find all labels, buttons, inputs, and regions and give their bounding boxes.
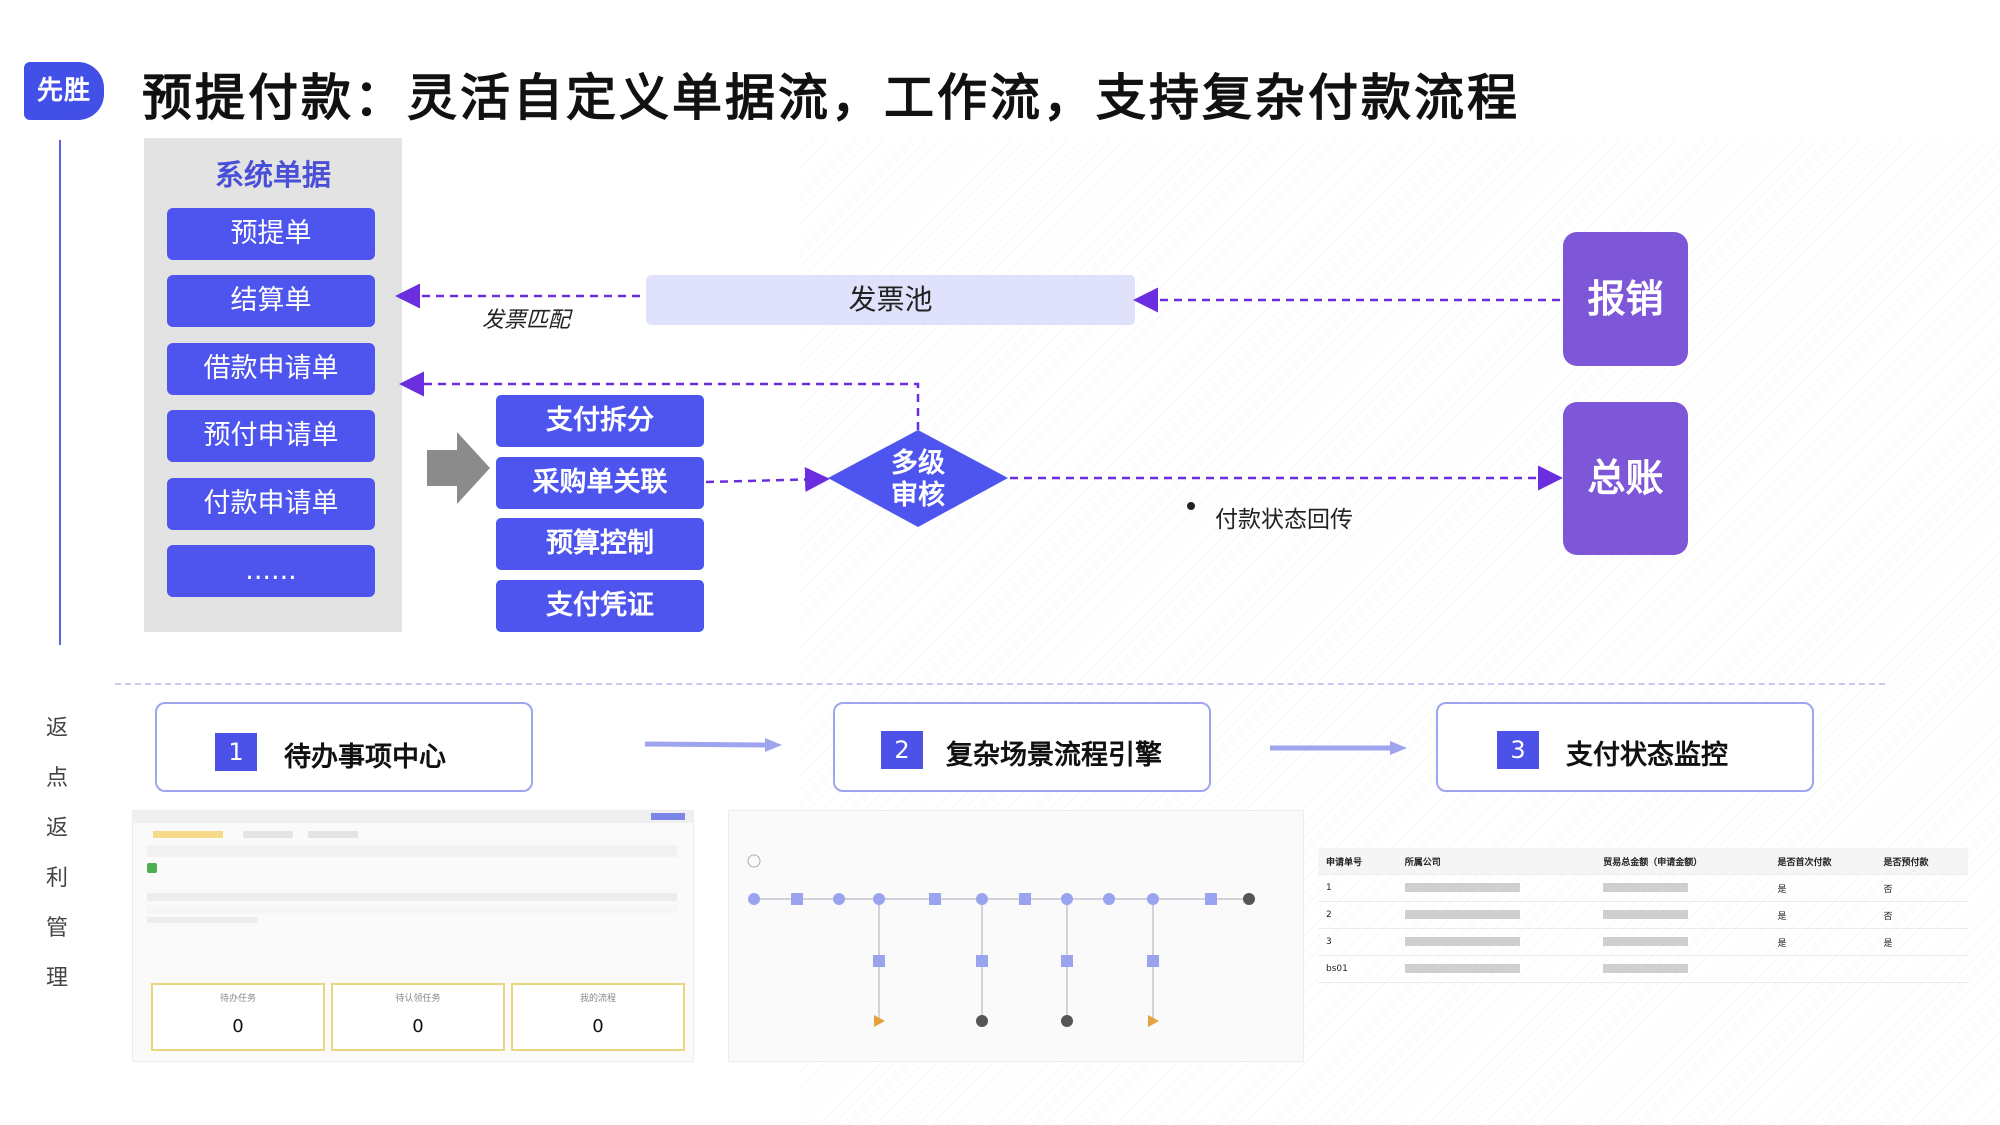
payment-monitor-screenshot: 申请单号 所属公司 贸易总金额（申请金额） 是否首次付款 是否预付款 1 是 否…	[1318, 848, 1968, 998]
table-row[interactable]: 2 是 否	[1318, 901, 1968, 929]
flow-connectors	[395, 283, 1563, 527]
my-process-card[interactable]: 我的流程 0	[511, 983, 685, 1051]
step-2-label: 复杂场景流程引擎	[946, 740, 1162, 771]
feature-payment-voucher[interactable]: 支付凭证	[496, 580, 704, 632]
cell-id: 2	[1318, 901, 1397, 929]
cell-amount	[1595, 874, 1770, 902]
claim-card-label: 待认领任务	[395, 994, 441, 1004]
cell-prepay: 是	[1875, 928, 1968, 956]
side-char: 理	[46, 966, 69, 991]
gray-big-arrow	[427, 432, 490, 504]
bullet-dot	[1187, 502, 1195, 510]
step-3-label: 支付状态监控	[1566, 740, 1728, 771]
cell-company	[1396, 928, 1596, 956]
reimburse-box[interactable]: 报销	[1563, 232, 1688, 366]
cell-first	[1769, 955, 1876, 983]
ledger-box[interactable]: 总账	[1563, 402, 1688, 555]
section-separator	[115, 683, 1885, 685]
doc-prepay-request[interactable]: 预付申请单	[167, 410, 375, 462]
step-arrow-1	[644, 738, 782, 752]
col-header[interactable]: 所属公司	[1396, 848, 1596, 875]
cell-id: 1	[1318, 874, 1397, 902]
todo-card-value: 0	[232, 1016, 244, 1037]
side-char: 管	[46, 916, 69, 941]
cell-amount	[1595, 901, 1770, 929]
review-label: 多级 审核	[862, 448, 974, 512]
doc-accrual[interactable]: 预提单	[167, 208, 375, 260]
step-arrow-2	[1270, 741, 1407, 755]
side-char: 利	[46, 866, 69, 891]
page-title: 预提付款：灵活自定义单据流，工作流，支持复杂付款流程	[142, 69, 1520, 127]
side-char: 点	[46, 766, 69, 791]
cell-amount	[1595, 955, 1770, 983]
side-char: 返	[46, 716, 69, 741]
arrow-review-to-docs	[399, 371, 920, 430]
table-row[interactable]: bs01	[1318, 955, 1968, 983]
cell-first: 是	[1769, 874, 1876, 902]
todo-card[interactable]: 待办任务 0	[151, 983, 325, 1051]
claim-card[interactable]: 待认领任务 0	[331, 983, 505, 1051]
payment-monitor-table: 申请单号 所属公司 贸易总金额（申请金额） 是否首次付款 是否预付款 1 是 否…	[1318, 848, 1968, 983]
step-1-label: 待办事项中心	[284, 742, 446, 773]
cell-prepay: 否	[1875, 901, 1968, 929]
invoice-pool[interactable]: 发票池	[646, 275, 1135, 325]
step-2-number: 2	[881, 731, 923, 769]
review-label-line1: 多级	[891, 448, 945, 479]
feature-po-link[interactable]: 采购单关联	[496, 457, 704, 509]
table-row[interactable]: 3 是 是	[1318, 928, 1968, 956]
invoice-match-label: 发票匹配	[482, 308, 571, 333]
review-diamond	[828, 430, 1008, 527]
system-docs-title: 系统单据	[214, 158, 331, 192]
arrow-features-to-review	[705, 467, 830, 493]
claim-card-value: 0	[412, 1016, 424, 1037]
col-header[interactable]: 是否首次付款	[1769, 848, 1876, 875]
step-3-number: 3	[1497, 731, 1539, 769]
doc-settlement[interactable]: 结算单	[167, 275, 375, 327]
side-char: 返	[46, 816, 69, 841]
brand-logo: 先胜	[24, 62, 104, 120]
cell-company	[1396, 901, 1596, 929]
cell-company	[1396, 874, 1596, 902]
process-flow-graphic	[747, 854, 1255, 1027]
cell-first: 是	[1769, 901, 1876, 929]
doc-payment-request[interactable]: 付款申请单	[167, 478, 375, 530]
cell-id: bs01	[1318, 955, 1397, 983]
table-header-row: 申请单号 所属公司 贸易总金额（申请金额） 是否首次付款 是否预付款	[1318, 848, 1968, 875]
cell-prepay: 否	[1875, 874, 1968, 902]
todo-card-label: 待办任务	[219, 994, 256, 1004]
col-header[interactable]: 是否预付款	[1875, 848, 1968, 875]
left-accent-line	[59, 140, 61, 645]
col-header[interactable]: 贸易总金额（申请金额）	[1595, 848, 1770, 875]
doc-loan-request[interactable]: 借款申请单	[167, 343, 375, 395]
col-header[interactable]: 申请单号	[1318, 848, 1397, 875]
table-row[interactable]: 1 是 否	[1318, 874, 1968, 902]
cell-amount	[1595, 928, 1770, 956]
cell-prepay	[1875, 955, 1968, 983]
status-note: 付款状态回传	[1215, 507, 1353, 533]
cell-first: 是	[1769, 928, 1876, 956]
step-1-number: 1	[215, 733, 257, 771]
review-label-line2: 审核	[891, 480, 945, 511]
feature-payment-split[interactable]: 支付拆分	[496, 395, 704, 447]
my-process-card-label: 我的流程	[579, 994, 616, 1004]
cell-id: 3	[1318, 928, 1397, 956]
doc-more[interactable]: ......	[167, 545, 375, 597]
cell-company	[1396, 955, 1596, 983]
my-process-card-value: 0	[592, 1016, 604, 1037]
process-engine-screenshot	[728, 810, 1304, 1062]
feature-budget-control[interactable]: 预算控制	[496, 518, 704, 570]
todo-center-screenshot: 待办任务 0 待认领任务 0 我的流程 0	[132, 810, 694, 1062]
